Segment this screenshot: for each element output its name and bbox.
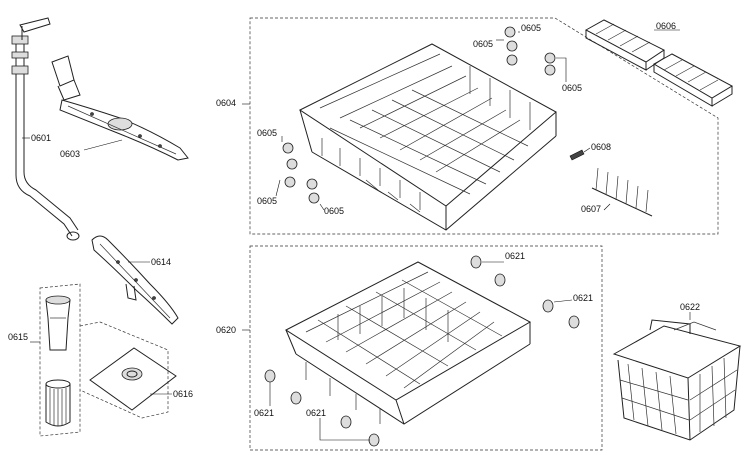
lower-spray-arm-0614 (91, 235, 179, 325)
label-0603: 0603 (60, 149, 80, 159)
label-0605-f: 0605 (324, 206, 344, 216)
filter-group-box (39, 283, 81, 437)
wheels-0621-right (542, 299, 580, 329)
upper-spray-arm-0603 (51, 55, 189, 161)
clip-0608 (569, 149, 585, 161)
rollers-0605-upper-left (282, 142, 320, 204)
cutlery-basket-0622 (612, 319, 742, 441)
wheels-0621-bottom (340, 415, 380, 447)
label-0621-b: 0621 (573, 293, 593, 303)
label-0605-b: 0605 (521, 23, 541, 33)
supply-tube-0601 (11, 17, 80, 241)
label-0622: 0622 (680, 302, 700, 312)
wheels-0621-top (470, 255, 506, 287)
label-0616: 0616 (173, 389, 193, 399)
label-0621-d: 0621 (306, 408, 326, 418)
lower-rack-0620 (284, 261, 532, 425)
label-0621-a: 0621 (505, 251, 525, 261)
label-0615: 0615 (8, 332, 28, 342)
flat-filter-box (79, 321, 169, 419)
wheels-0621-left (264, 369, 302, 405)
label-0605-c: 0605 (562, 83, 582, 93)
label-0620: 0620 (216, 325, 236, 335)
label-0606: 0606 (656, 21, 676, 31)
label-0605-a: 0605 (473, 39, 493, 49)
filter-0615 (45, 295, 71, 427)
label-0604: 0604 (216, 98, 236, 108)
upper-rack-group-box (249, 17, 719, 235)
label-0607: 0607 (581, 204, 601, 214)
tine-rows-0606 (584, 19, 734, 107)
label-0608: 0608 (591, 142, 611, 152)
label-0605-e: 0605 (257, 196, 277, 206)
label-0601: 0601 (31, 133, 51, 143)
flat-filter-0616 (89, 347, 177, 411)
tine-row-0607 (591, 167, 653, 217)
rollers-0605-upper-top (504, 26, 556, 76)
label-0614: 0614 (151, 257, 171, 267)
label-0621-c: 0621 (254, 408, 274, 418)
upper-rack-0604 (299, 43, 557, 231)
lower-rack-group-box (249, 245, 603, 451)
label-0605-d: 0605 (257, 128, 277, 138)
